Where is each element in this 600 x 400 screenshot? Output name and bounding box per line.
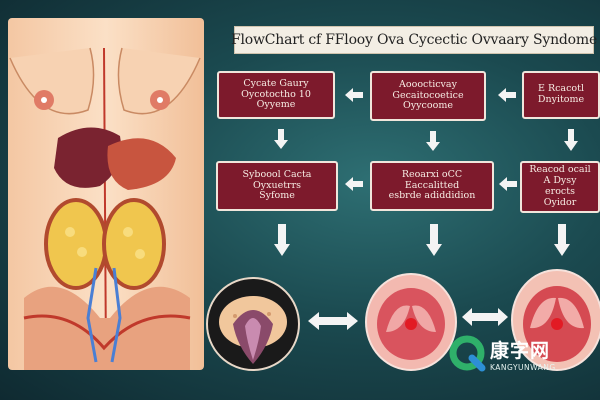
watermark-chinese: 康字网 [490, 340, 551, 362]
arrow-left-icon [345, 88, 363, 102]
arrow-down-icon [274, 129, 288, 149]
logo-icon [449, 335, 486, 372]
arrow-down-icon [426, 224, 442, 256]
watermark: 康字网 KANGYUNWANG [448, 330, 596, 378]
flow-box-row2-col1: Syboool Cacta Oyxuetrrs Syfome [216, 161, 338, 211]
arrow-double-icon [462, 308, 508, 326]
flow-box-row1-col2: Aooocticvay Gecaitocoetice Oyycoome [370, 71, 486, 121]
flowchart-title-text: FlowChart cf FFlooy Ova Cycectic Ovvaary… [230, 32, 598, 48]
flow-box-row1-col1: Cycate Gaury Oycotoctho 10 Oyyeme [217, 71, 335, 119]
ovary-inset [511, 269, 600, 371]
arrow-down-icon [274, 224, 290, 256]
flow-box-row2-col2: Reoarxi oCC Eaccalitted esbrde adiddidio… [370, 161, 494, 211]
anatomy-illustration [8, 18, 204, 370]
arrow-down-icon [554, 224, 570, 256]
uterus-inset [206, 277, 300, 371]
flow-box-row2-col3: Reacod ocail A Dysy erocts Oyidor [520, 161, 600, 213]
watermark-english: KANGYUNWANG [490, 363, 556, 372]
arrow-left-icon [499, 177, 517, 191]
flowchart-title: FlowChart cf FFlooy Ova Cycectic Ovvaary… [230, 26, 598, 54]
arrow-left-icon [498, 88, 516, 102]
ovary-inset [365, 273, 457, 371]
flow-box-row1-col3: E Rcacotl Dnyitome [522, 71, 600, 119]
arrow-down-icon [564, 129, 578, 151]
arrow-left-icon [345, 177, 363, 191]
arrow-down-icon [426, 131, 440, 151]
arrow-double-icon [308, 312, 358, 330]
